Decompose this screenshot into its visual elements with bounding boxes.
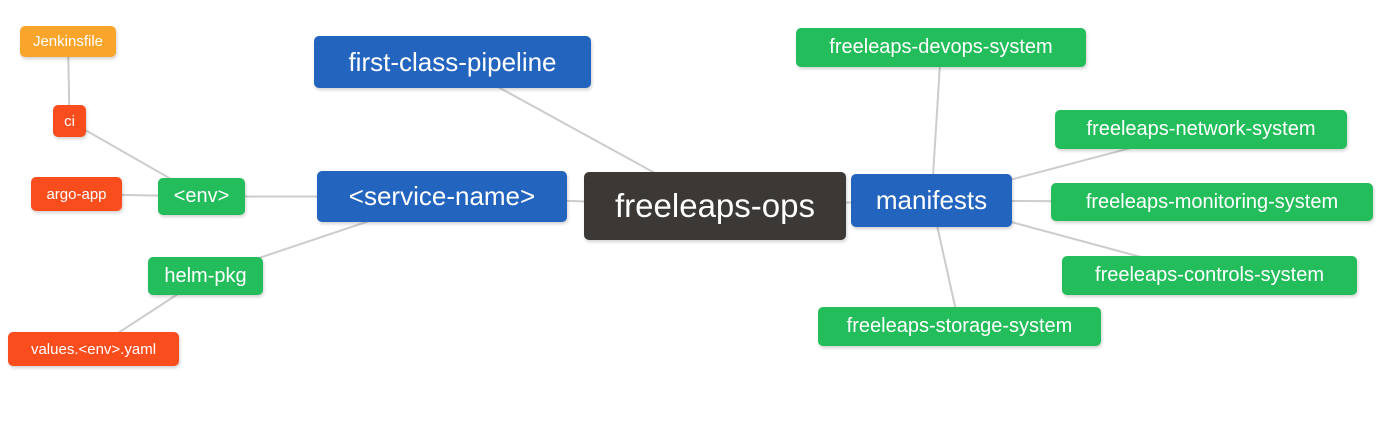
node-freeleaps-network-system[interactable]: freeleaps-network-system	[1055, 110, 1347, 149]
node-freeleaps-devops-system[interactable]: freeleaps-devops-system	[796, 28, 1086, 67]
node-freeleaps-controls-system[interactable]: freeleaps-controls-system	[1062, 256, 1357, 295]
node-ci[interactable]: ci	[53, 105, 86, 137]
node-helm-pkg[interactable]: helm-pkg	[148, 257, 263, 295]
node-jenkinsfile[interactable]: Jenkinsfile	[20, 26, 116, 57]
node-values-env-yaml[interactable]: values.<env>.yaml	[8, 332, 179, 366]
node-argo-app[interactable]: argo-app	[31, 177, 122, 211]
node-freeleaps-monitoring-system[interactable]: freeleaps-monitoring-system	[1051, 183, 1373, 221]
node-manifests[interactable]: manifests	[851, 174, 1012, 227]
node-freeleaps-storage-system[interactable]: freeleaps-storage-system	[818, 307, 1101, 346]
node-env[interactable]: <env>	[158, 178, 245, 215]
node-service-name[interactable]: <service-name>	[317, 171, 567, 222]
node-first-class-pipeline[interactable]: first-class-pipeline	[314, 36, 591, 88]
node-freeleaps-ops[interactable]: freeleaps-ops	[584, 172, 846, 240]
